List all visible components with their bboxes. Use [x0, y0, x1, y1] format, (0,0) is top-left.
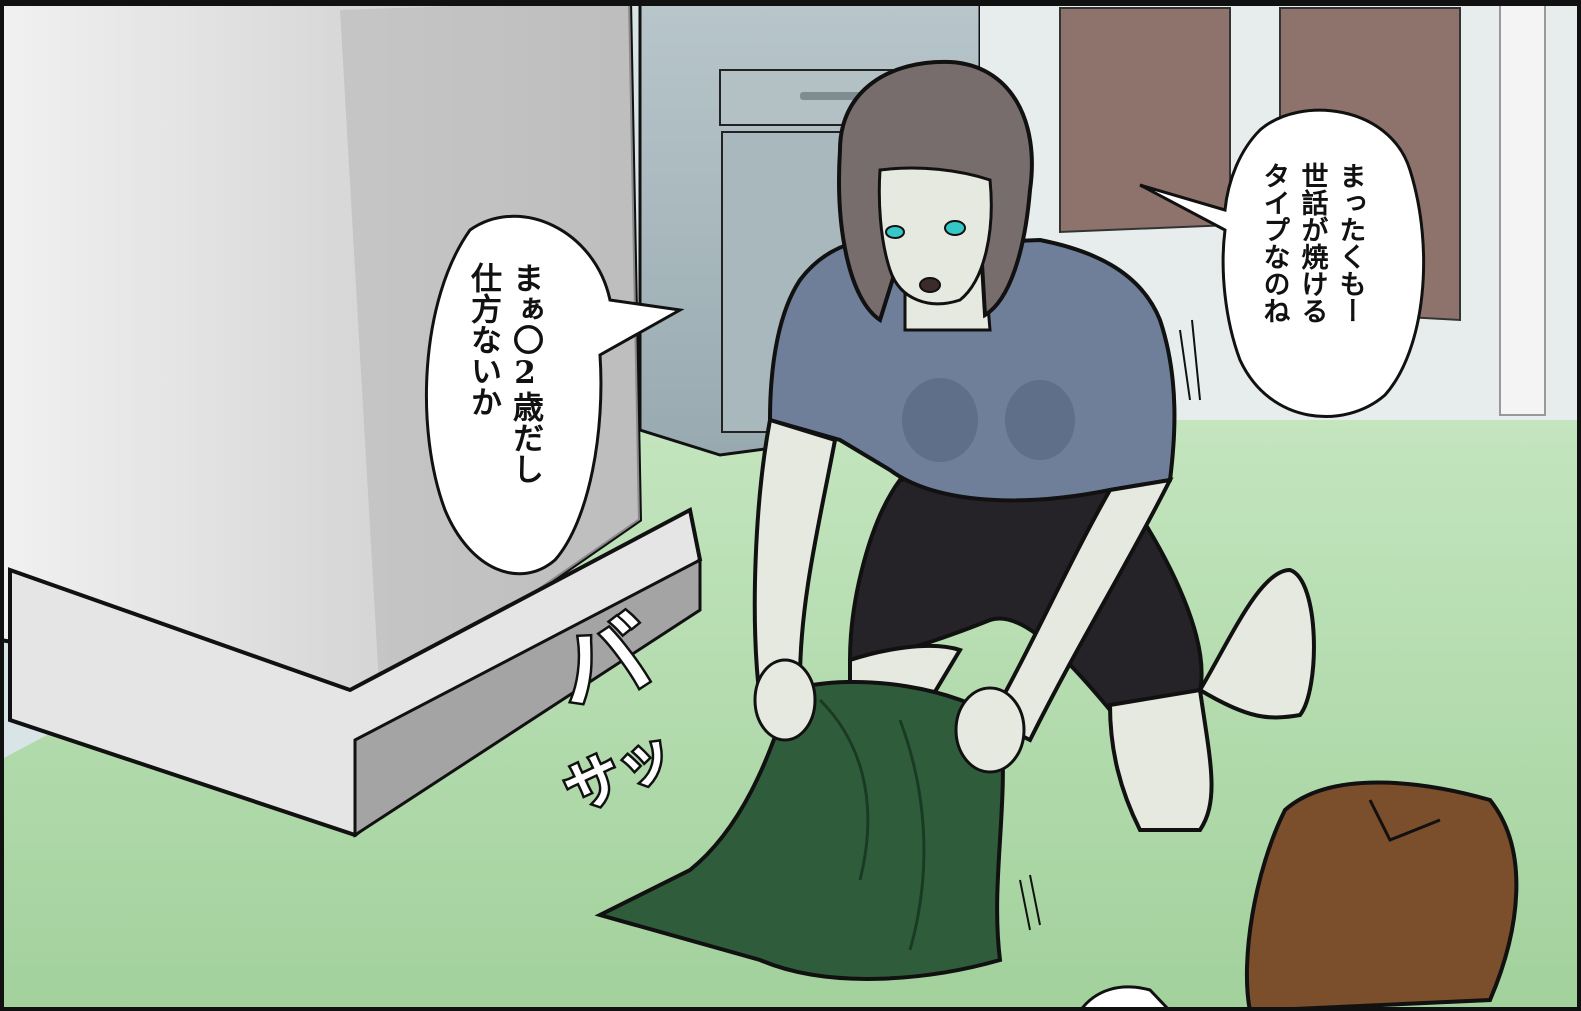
woman-eye-left — [885, 225, 905, 239]
woman-hand-left — [753, 658, 817, 742]
cabinet-drawer-handle — [800, 92, 870, 100]
door-frame — [1499, 0, 1546, 416]
speech-text-left-col2: 仕方ないか — [465, 262, 502, 417]
brown-cloth — [1244, 780, 1519, 1011]
shirt-shading-right — [1005, 380, 1075, 460]
woman-arm-right — [987, 477, 1174, 743]
white-cloth — [1078, 985, 1173, 1011]
speech-text-left-col1: まぁ〇2歳だし — [507, 262, 544, 484]
motion-lines — [1019, 319, 1201, 931]
brown-cloth-fold — [1368, 799, 1441, 842]
green-cloth — [594, 679, 1005, 981]
door-panel-left — [1059, 7, 1231, 234]
speech-bubble-right: まったくもー 世話が焼ける タイプなのね — [1139, 108, 1426, 419]
woman-mouth — [919, 277, 941, 293]
green-cloth-fold — [818, 698, 926, 951]
washing-machine-base-side — [353, 557, 702, 838]
speech-bubble-left: まぁ〇2歳だし 仕方ないか — [424, 214, 685, 576]
speech-text-right-col3: タイプなのね — [1259, 162, 1290, 324]
woman-leg-right — [1107, 687, 1214, 832]
woman-hand-right — [954, 686, 1026, 774]
woman-eye-right — [944, 220, 966, 236]
speech-text-right-col1: まったくもー — [1335, 162, 1366, 324]
speech-text-right-col2: 世話が焼ける — [1297, 162, 1329, 324]
woman-face — [877, 166, 993, 306]
woman-foot — [1197, 567, 1316, 720]
shirt-shading-left — [902, 378, 978, 462]
